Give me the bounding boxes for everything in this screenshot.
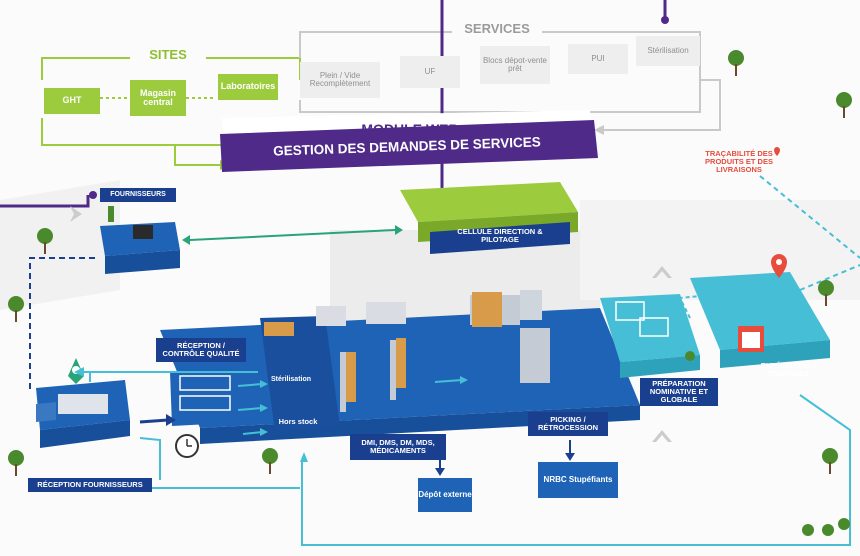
reception-controle-label[interactable]: RÉCEPTION / CONTRÔLE QUALITÉ xyxy=(156,338,246,362)
reception-fournisseurs-label[interactable]: RÉCEPTION FOURNISSEURS xyxy=(28,478,152,492)
site-ght[interactable]: GHT xyxy=(44,88,100,114)
service-blocs[interactable]: Blocs dépot-vente prêt xyxy=(480,46,550,84)
cellule-label[interactable]: CELLULE DIRECTION & PILOTAGE xyxy=(457,227,543,244)
depot-externe-label[interactable]: Dépôt externe xyxy=(418,478,472,512)
service-sterilisation[interactable]: Stérilisation xyxy=(636,36,700,66)
dmi-label[interactable]: DMI, DMS, DM, MDS, MÉDICAMENTS xyxy=(350,434,446,460)
services-title: SERVICES xyxy=(452,22,542,36)
picking-label[interactable]: PICKING / RÉTROCESSION xyxy=(528,412,608,436)
expeditions-label[interactable]: EXPÉDITIONS / TOURNÉES xyxy=(760,361,816,378)
service-uf[interactable]: UF xyxy=(400,56,460,88)
sites-title: SITES xyxy=(130,48,206,62)
fournisseurs-label[interactable]: FOURNISSEURS xyxy=(100,188,176,202)
site-laboratoires[interactable]: Laboratoires xyxy=(218,74,278,100)
hors-stock-label: Hors stock xyxy=(278,417,318,426)
preparation-label[interactable]: PRÉPARATION NOMINATIVE ET GLOBALE xyxy=(640,378,718,406)
nrbc-label[interactable]: NRBC Stupéfiants xyxy=(538,462,618,498)
service-plein-vide[interactable]: Plein / Vide Recomplètement xyxy=(300,62,380,98)
module-title-line1: MODULE WEB xyxy=(361,121,459,137)
service-pui[interactable]: PUI xyxy=(568,44,628,74)
tracabilite-label: TRAÇABILITÉ DES PRODUITS ET DES LIVRAISO… xyxy=(705,149,773,174)
sterilisation-zone-label: Stérilisation xyxy=(270,376,312,383)
site-magasin-central[interactable]: Magasin central xyxy=(130,80,186,116)
tree-icon xyxy=(8,50,852,536)
